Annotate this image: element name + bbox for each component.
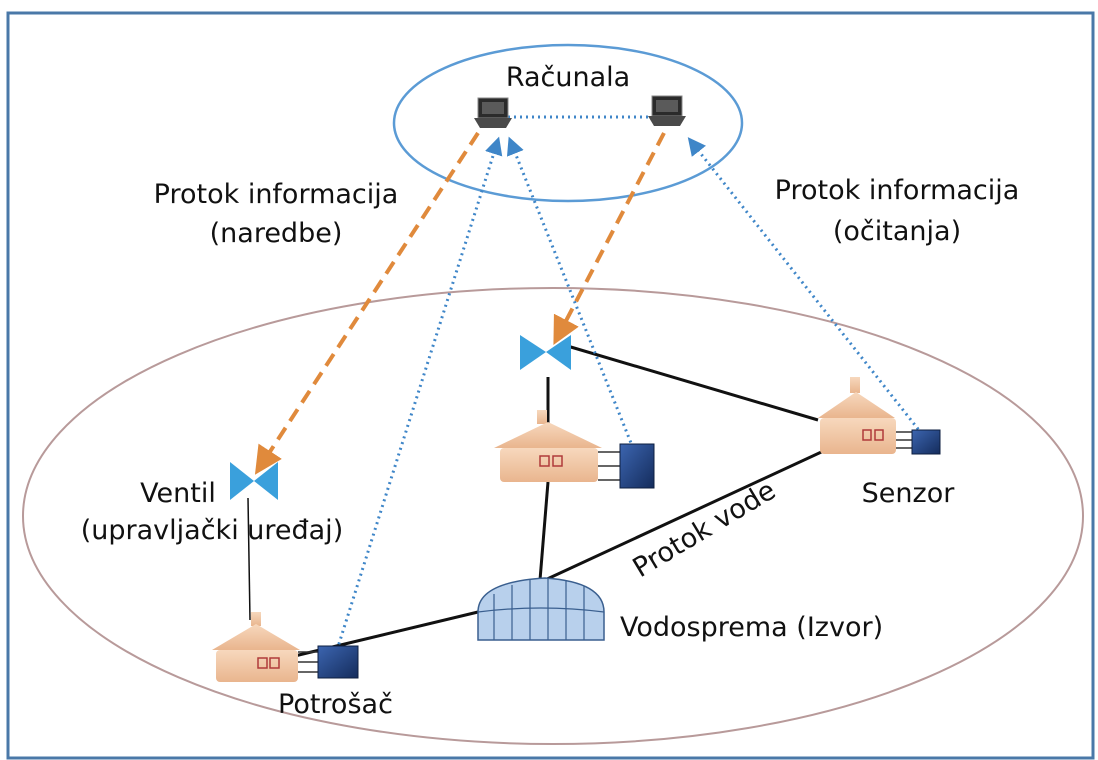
valve-icon xyxy=(230,462,278,500)
sensor-icon xyxy=(298,645,359,679)
computers-label: Računala xyxy=(506,62,630,93)
info-flow-commands-sublabel: (naredbe) xyxy=(210,218,343,249)
water-pipes xyxy=(247,343,831,662)
info-flow-readings-sublabel: (očitanja) xyxy=(833,216,961,247)
field-ellipse xyxy=(22,287,1084,745)
info-flow-commands-label: Protok informacija xyxy=(154,179,399,210)
reading-flows xyxy=(335,136,924,651)
house-icon xyxy=(494,410,602,482)
reservoir-label: Vodosprema (Izvor) xyxy=(620,612,883,643)
reservoir-icon xyxy=(477,577,605,641)
laptop-icon xyxy=(474,97,512,128)
house-icon xyxy=(212,612,300,682)
valve-sublabel: (upravljački uređaj) xyxy=(81,515,343,546)
valve-label: Ventil xyxy=(140,478,216,509)
valve-icon xyxy=(520,335,571,370)
sensor-icon xyxy=(598,443,655,489)
sensor-label: Senzor xyxy=(862,478,956,509)
laptop-icon xyxy=(648,95,686,126)
info-flow-readings-label: Protok informacija xyxy=(775,175,1020,206)
water-flow-label: Protok vode xyxy=(628,475,781,584)
computers-ellipse xyxy=(392,43,744,203)
command-flows xyxy=(254,131,666,475)
sensor-icon xyxy=(896,429,941,455)
consumer-label: Potrošač xyxy=(278,689,393,720)
frame-border xyxy=(6,11,1095,760)
house-icon xyxy=(818,377,896,454)
